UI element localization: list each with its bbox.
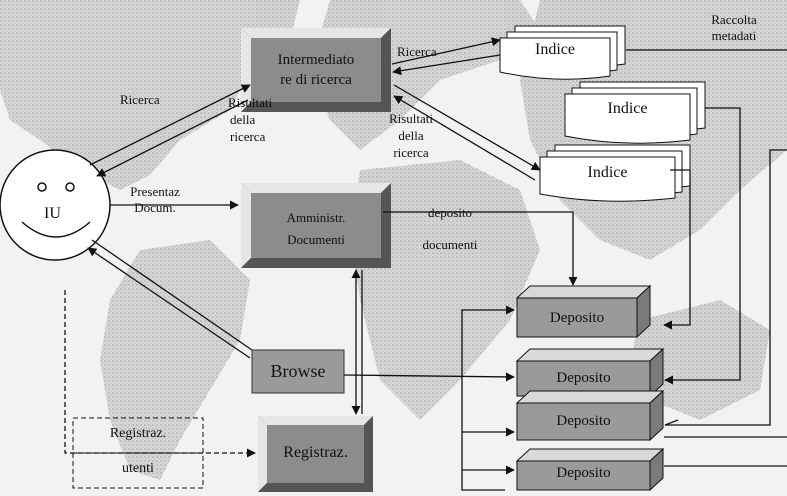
registraz-utenti-line2: utenti — [122, 461, 154, 476]
raccolta-line2: metadati — [711, 28, 757, 43]
deposito-documenti-label: deposito documenti — [405, 197, 495, 261]
box-registraz — [258, 416, 373, 492]
indice-label-1[interactable]: Indice — [535, 41, 575, 58]
intermediatore-line1: Intermediato — [277, 52, 355, 68]
deposito-label-2[interactable]: Deposito — [556, 370, 611, 386]
raccolta-line1: Raccolta — [711, 12, 757, 27]
risultati-right-label: Risultati della ricerca — [376, 110, 446, 161]
box-browse — [251, 349, 345, 394]
presentaz-label: Presentaz Docum. — [115, 184, 195, 216]
risultati-left-label: Risultati della ricerca — [228, 94, 272, 145]
deposito-block-2 — [515, 347, 665, 398]
risultati-left-line3: ricerca — [230, 129, 266, 144]
deposito-label-4[interactable]: Deposito — [556, 465, 611, 481]
amministr-label[interactable]: Amministr. Documenti — [251, 207, 381, 251]
raccolta-metadati-label: Raccolta metadati — [690, 12, 778, 44]
deposito-doc-line2: documenti — [422, 237, 478, 252]
amministr-line2: Documenti — [287, 232, 345, 247]
indice-stack-2 — [564, 81, 706, 144]
deposito-label-1[interactable]: Deposito — [549, 310, 605, 326]
risultati-right-line2: della — [398, 128, 424, 143]
user-face — [0, 149, 111, 261]
amministr-line1: Amministr. — [286, 210, 346, 225]
deposito-doc-line1: deposito — [427, 205, 473, 220]
ricerca-top-label: Ricerca — [397, 44, 437, 59]
intermediatore-label[interactable]: Intermediato re di ricerca — [251, 50, 381, 90]
box-intermediatore — [241, 28, 391, 112]
presentaz-line1: Presentaz — [130, 184, 180, 199]
ricerca-left-label: Ricerca — [120, 92, 160, 107]
indice-label-3[interactable]: Indice — [587, 164, 628, 181]
risultati-left-line1: Risultati — [228, 95, 273, 110]
risultati-right-line3: ricerca — [393, 145, 429, 160]
risultati-right-line1: Risultati — [388, 111, 434, 126]
browse-label[interactable]: Browse — [270, 361, 326, 381]
indice-stack-3 — [539, 144, 691, 202]
registraz-label[interactable]: Registraz. — [283, 444, 348, 461]
deposito-block-3 — [515, 389, 665, 442]
registraz-utenti-line1: Registraz. — [109, 426, 167, 441]
intermediatore-line2: re di ricerca — [280, 72, 352, 88]
indice-stack-1 — [499, 25, 626, 80]
presentaz-line2: Docum. — [134, 200, 176, 215]
risultati-left-line2: della — [230, 112, 256, 127]
iu-label: IU — [44, 205, 61, 222]
box-amministr — [241, 183, 391, 268]
indice-label-2[interactable]: Indice — [607, 100, 648, 117]
deposito-label-3[interactable]: Deposito — [556, 413, 611, 429]
connectors — [64, 37, 787, 491]
deposito-block-4 — [515, 447, 665, 492]
deposito-block-1 — [515, 284, 652, 339]
